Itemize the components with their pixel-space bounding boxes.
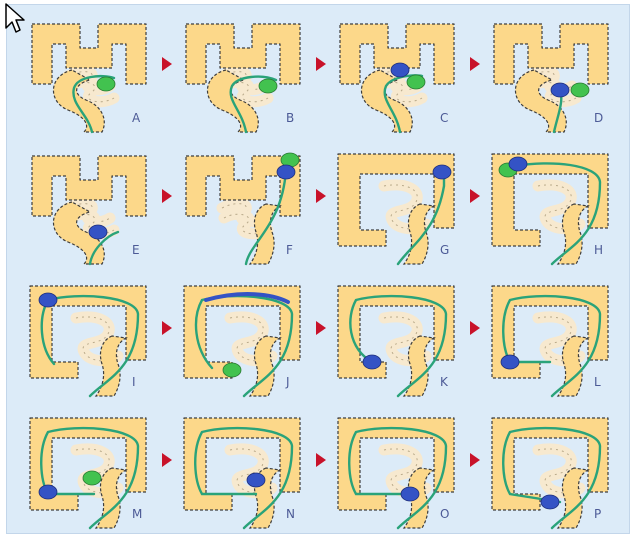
- sequence-arrow: [316, 57, 326, 71]
- panel-g: G: [338, 154, 454, 264]
- panel-e: E: [32, 156, 146, 264]
- panel-c: C: [340, 24, 454, 132]
- panel-label: L: [594, 375, 601, 389]
- panel-label: D: [594, 111, 603, 125]
- panel-label: H: [594, 243, 603, 257]
- blue-balloon: [247, 473, 265, 487]
- panel-label: E: [132, 243, 140, 257]
- green-balloon: [223, 363, 241, 377]
- mouse-pointer-icon: [4, 2, 30, 36]
- blue-balloon: [501, 355, 519, 369]
- panel-i: I: [30, 286, 146, 396]
- panel-j: J: [184, 286, 300, 396]
- sequence-arrow: [470, 189, 480, 203]
- panel-o: O: [338, 418, 454, 528]
- panel-label: K: [440, 375, 449, 389]
- panel-l: L: [492, 286, 608, 396]
- blue-balloon: [39, 485, 57, 499]
- sequence-arrow: [162, 453, 172, 467]
- sequence-arrow: [162, 189, 172, 203]
- panel-a: A: [32, 24, 146, 132]
- panel-p: P: [492, 418, 608, 528]
- panel-f: F: [186, 153, 300, 264]
- panel-m: M: [30, 418, 146, 528]
- panel-label: A: [132, 111, 141, 125]
- sequence-arrow: [470, 57, 480, 71]
- panel-label: F: [286, 243, 293, 257]
- blue-balloon: [277, 165, 295, 179]
- panel-label: C: [440, 111, 448, 125]
- sequence-arrow: [470, 321, 480, 335]
- panel-n: N: [184, 418, 300, 528]
- panel-b: B: [186, 24, 300, 132]
- panel-label: I: [132, 375, 136, 389]
- panel-d: D: [494, 24, 608, 132]
- blue-balloon: [363, 355, 381, 369]
- panel-label: J: [285, 375, 290, 389]
- blue-balloon: [39, 293, 57, 307]
- green-balloon: [259, 79, 277, 93]
- sequence-arrow: [316, 453, 326, 467]
- panel-label: B: [286, 111, 294, 125]
- sequence-arrow: [162, 57, 172, 71]
- panel-label: N: [286, 507, 295, 521]
- sequence-arrow: [316, 189, 326, 203]
- panel-label: P: [594, 507, 601, 521]
- blue-balloon: [433, 165, 451, 179]
- blue-balloon: [401, 487, 419, 501]
- blue-balloon: [391, 63, 409, 77]
- panel-label: M: [132, 507, 142, 521]
- blue-balloon: [89, 225, 107, 239]
- blue-balloon: [551, 83, 569, 97]
- green-balloon: [571, 83, 589, 97]
- green-balloon: [407, 75, 425, 89]
- panel-label: G: [440, 243, 449, 257]
- sequence-arrow: [162, 321, 172, 335]
- panel-h: H: [492, 154, 608, 264]
- green-balloon: [83, 471, 101, 485]
- panel-k: K: [338, 286, 454, 396]
- sequence-arrow: [470, 453, 480, 467]
- blue-balloon: [541, 495, 559, 509]
- sequence-arrow: [316, 321, 326, 335]
- green-balloon: [97, 77, 115, 91]
- blue-balloon: [509, 157, 527, 171]
- panel-label: O: [440, 507, 449, 521]
